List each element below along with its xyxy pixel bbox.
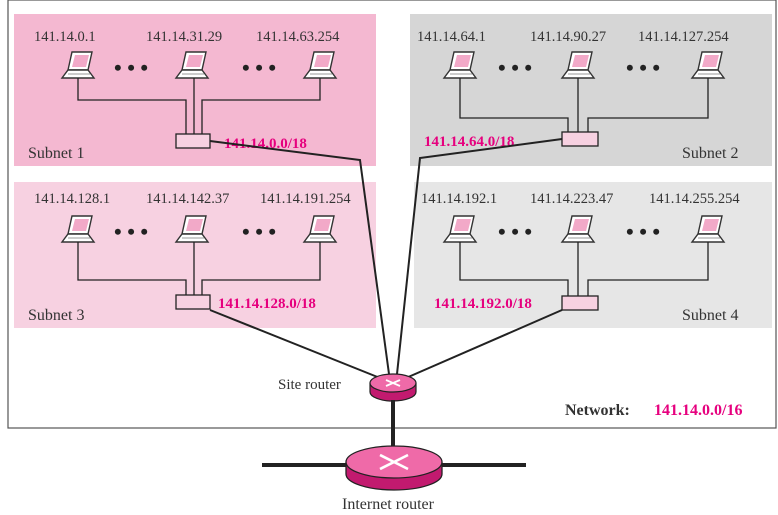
subnet2-label: Subnet 2 [682,145,738,162]
subnet3: 141.14.128.1 141.14.142.37 141.14.191.25… [28,191,351,324]
subnet1-prefix: 141.14.0.0/18 [224,136,307,152]
subnet2-host3-ip: 141.14.127.254 [638,29,729,45]
subnet3-label: Subnet 3 [28,307,84,324]
subnet4-label: Subnet 4 [682,307,738,324]
subnet4-host1-ip: 141.14.192.1 [421,191,497,207]
subnet1-switch [175,133,211,149]
subnet3-host1-ip: 141.14.128.1 [34,191,110,207]
subnet4-switch [561,295,599,311]
subnet1-host2-ip: 141.14.31.29 [146,29,222,45]
site-router-icon [369,373,417,402]
subnet1-host3-ip: 141.14.63.254 [256,29,340,45]
internet-router-label: Internet router [342,496,435,513]
subnet1-ellipsis-left: • • • [114,55,148,80]
subnet1: 141.14.0.1 141.14.31.29 141.14.63.254 • … [28,29,340,162]
network-label: Network: [565,402,630,419]
subnet4-ellipsis-left: • • • [498,219,532,244]
subnet2: 141.14.64.1 141.14.90.27 141.14.127.254 … [417,29,738,162]
subnet4: 141.14.192.1 141.14.223.47 141.14.255.25… [421,191,740,324]
subnet1-label: Subnet 1 [28,145,84,162]
subnet2-ellipsis-right: • • • [626,55,660,80]
subnet4-prefix: 141.14.192.0/18 [434,296,532,312]
subnet4-host3-ip: 141.14.255.254 [649,191,740,207]
subnet3-ellipsis-left: • • • [114,219,148,244]
internet-router-icon [345,445,443,491]
subnet3-host3-ip: 141.14.191.254 [260,191,351,207]
subnet3-switch [175,294,211,310]
uplinks [209,138,563,379]
subnet3-host2-ip: 141.14.142.37 [146,191,229,207]
site-router-label: Site router [278,377,341,393]
subnet3-prefix: 141.14.128.0/18 [218,296,316,312]
network-prefix: 141.14.0.0/16 [654,402,742,419]
subnet2-ellipsis-left: • • • [498,55,532,80]
subnet1-host1-ip: 141.14.0.1 [34,29,96,45]
subnet2-host2-ip: 141.14.90.27 [530,29,606,45]
subnet4-host2-ip: 141.14.223.47 [530,191,613,207]
subnet2-prefix: 141.14.64.0/18 [424,134,514,150]
subnet2-host1-ip: 141.14.64.1 [417,29,486,45]
subnet4-ellipsis-right: • • • [626,219,660,244]
subnet3-ellipsis-right: • • • [242,219,276,244]
subnet2-switch [561,131,599,147]
subnet1-ellipsis-right: • • • [242,55,276,80]
